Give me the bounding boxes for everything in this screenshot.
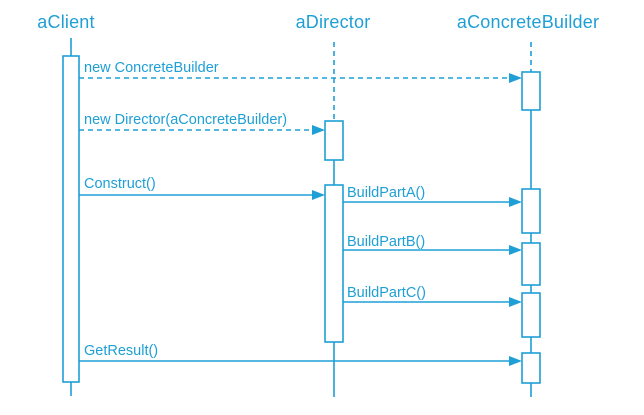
message-getresult: GetResult() [79, 343, 522, 366]
message-arrowhead [509, 245, 522, 255]
lifeline-aclient [62, 38, 80, 396]
message-arrowhead [509, 197, 522, 207]
message-buildpartc: BuildPartC() [343, 285, 522, 307]
message-label: new Director(aConcreteBuilder) [84, 112, 287, 128]
lifeline-adirector [324, 42, 344, 397]
message-arrowhead [509, 73, 522, 83]
adirector-activation-construct [324, 184, 344, 343]
aconcretebuilder-activation-new [521, 71, 541, 111]
aconcretebuilder-activation-buildpartc [521, 292, 541, 338]
message-new-director: new Director(aConcreteBuilder) [79, 112, 325, 135]
message-arrowhead [312, 125, 325, 135]
message-new-concretebuilder: new ConcreteBuilder [79, 60, 522, 83]
message-label: new ConcreteBuilder [84, 60, 219, 76]
aconcretebuilder-activation-buildparta [521, 188, 541, 234]
aconcretebuilder-activation-getresult [521, 352, 541, 384]
lifeline-label-aclient: aClient [37, 12, 94, 32]
message-label: Construct() [84, 176, 156, 192]
message-buildparta: BuildPartA() [343, 185, 522, 207]
message-label: BuildPartB() [347, 234, 425, 250]
aclient-activation-bar [62, 55, 80, 383]
lifeline-label-aconcretebuilder: aConcreteBuilder [457, 12, 599, 32]
message-construct: Construct() [79, 176, 325, 200]
lifeline-aconcretebuilder [521, 42, 541, 397]
aconcretebuilder-activation-buildpartb [521, 242, 541, 286]
message-arrowhead [509, 356, 522, 366]
message-arrowhead [509, 297, 522, 307]
lifeline-label-adirector: aDirector [296, 12, 371, 32]
message-label: GetResult() [84, 343, 158, 359]
message-arrowhead [312, 190, 325, 200]
adirector-activation-new [324, 120, 344, 161]
message-buildpartb: BuildPartB() [343, 234, 522, 255]
message-label: BuildPartC() [347, 285, 426, 301]
message-label: BuildPartA() [347, 185, 425, 201]
